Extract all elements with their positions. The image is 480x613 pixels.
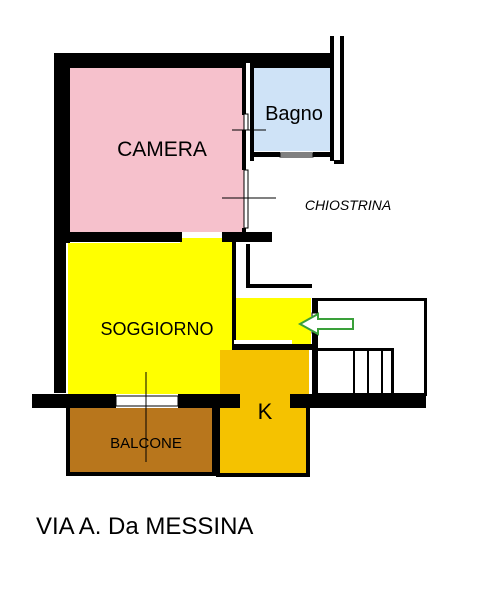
- kitchen-window: [240, 396, 290, 406]
- entrance-arrow-icon: [297, 312, 354, 336]
- room-label-balcone: BALCONE: [110, 435, 182, 452]
- room-label-bagno: Bagno: [265, 103, 323, 125]
- room-label-soggiorno: SOGGIORNO: [100, 319, 213, 339]
- room-label-kitchen: K: [258, 399, 273, 424]
- soggiorno-shadow: [180, 238, 232, 394]
- balcone-window: [115, 395, 179, 407]
- bagno-area[interactable]: [254, 68, 331, 151]
- room-fills: [68, 68, 331, 475]
- kitchen-door: [234, 340, 292, 344]
- camera-area[interactable]: [70, 68, 246, 232]
- walls: [32, 36, 427, 477]
- room-label-camera: CAMERA: [117, 138, 207, 161]
- bagno-door: [243, 113, 249, 131]
- corridor-area[interactable]: [236, 298, 311, 344]
- room-label-chiostrina: CHIOSTRINA: [305, 197, 391, 213]
- balcone-area[interactable]: [70, 408, 214, 474]
- kitchen-area[interactable]: [220, 350, 309, 475]
- camera-door: [243, 169, 249, 229]
- street-label: VIA A. Da MESSINA: [36, 513, 253, 540]
